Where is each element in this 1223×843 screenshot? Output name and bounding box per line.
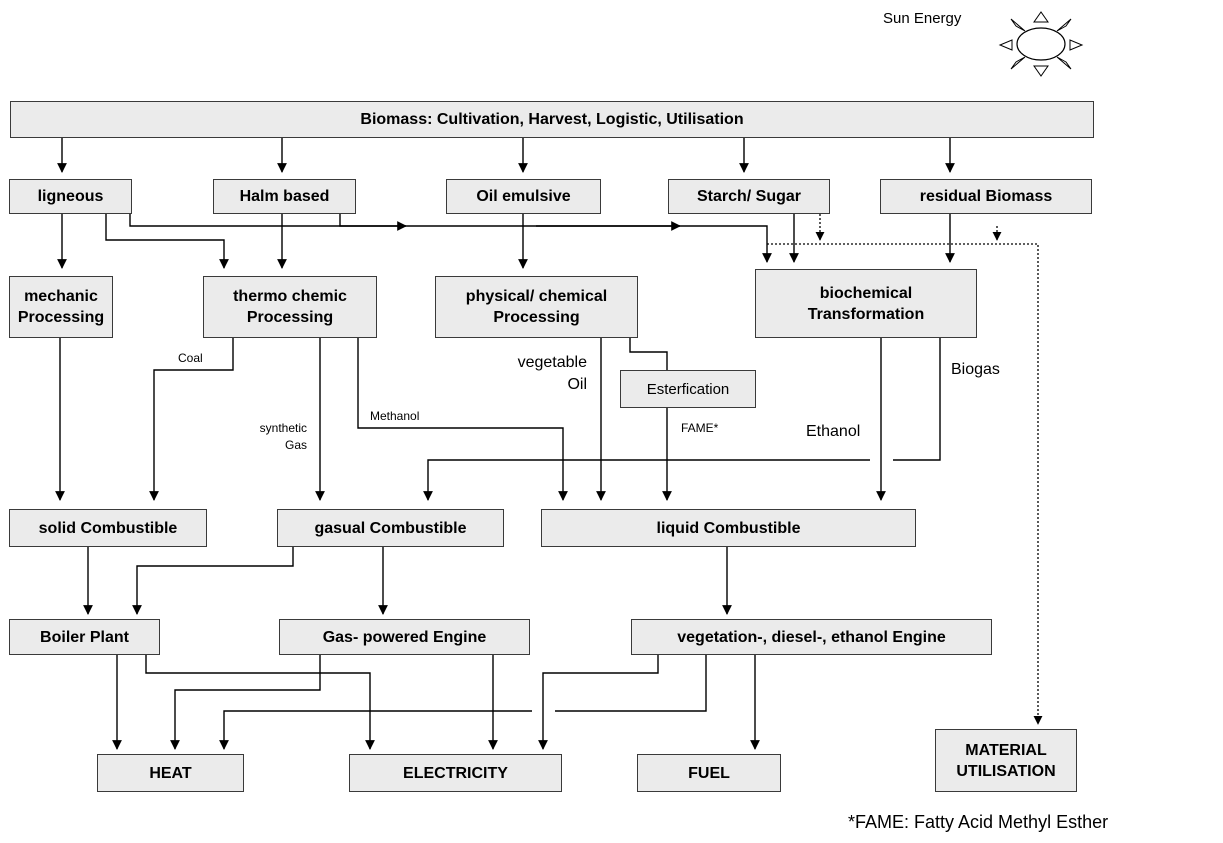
output-fuel: FUEL xyxy=(637,754,781,792)
output-heat: HEAT xyxy=(97,754,244,792)
flow-synthetic-gas: synthetic Gas xyxy=(259,421,307,452)
biomass-top-box: Biomass: Cultivation, Harvest, Logistic,… xyxy=(10,101,1094,138)
flow-fame: FAME* xyxy=(681,421,719,435)
sun-icon xyxy=(998,11,1084,77)
engine-boiler: Boiler Plant xyxy=(9,619,160,655)
flow-vegetable-oil: vegetable Oil xyxy=(517,354,587,393)
combustible-solid: solid Combustible xyxy=(9,509,207,547)
process-biochem: biochemical Transformation xyxy=(755,269,977,338)
process-mechanic: mechanic Processing xyxy=(9,276,113,338)
combustible-liquid: liquid Combustible xyxy=(541,509,916,547)
process-physical: physical/ chemical Processing xyxy=(435,276,638,338)
output-electricity: ELECTRICITY xyxy=(349,754,562,792)
arrow-methanol xyxy=(357,338,568,501)
arrow-ligneous-oilrow xyxy=(129,214,407,231)
arrow-halm-row xyxy=(339,214,681,231)
sun-label: Sun Energy xyxy=(883,10,962,27)
arrow-ligneous-thermo xyxy=(105,214,229,269)
arrow-biogas xyxy=(893,338,941,461)
flow-biogas: Biogas xyxy=(951,361,1000,378)
process-thermo: thermo chemic Processing xyxy=(203,276,377,338)
arrow-vegengine-heat xyxy=(555,655,707,712)
arrow-boiler-electricity xyxy=(145,655,375,750)
process-esterfication: Esterfication xyxy=(620,370,756,408)
source-oil: Oil emulsive xyxy=(446,179,601,214)
source-halm: Halm based xyxy=(213,179,356,214)
footnote: *FAME: Fatty Acid Methyl Esther xyxy=(848,812,1109,832)
source-starch: Starch/ Sugar xyxy=(668,179,830,214)
flow-methanol: Methanol xyxy=(370,409,420,423)
arrow-gasengine-heat xyxy=(170,655,321,750)
engine-veg: vegetation-, diesel-, ethanol Engine xyxy=(631,619,992,655)
engine-gas: Gas- powered Engine xyxy=(279,619,530,655)
output-material: MATERIAL UTILISATION xyxy=(935,729,1077,792)
arrow-vegengine-electricity xyxy=(538,655,659,750)
arrow-vegengine-heat-2 xyxy=(219,710,532,750)
arrow-gas-boiler xyxy=(132,547,294,615)
arrow-oil-biochem xyxy=(536,225,772,263)
arrow-biogas-gas xyxy=(423,459,870,501)
source-ligneous: ligneous xyxy=(9,179,132,214)
flow-ethanol: Ethanol xyxy=(806,423,861,440)
combustible-gasual: gasual Combustible xyxy=(277,509,504,547)
arrow-coal xyxy=(149,338,234,501)
source-residual: residual Biomass xyxy=(880,179,1092,214)
flow-coal: Coal xyxy=(178,351,203,365)
line-physical-ester xyxy=(629,338,668,370)
